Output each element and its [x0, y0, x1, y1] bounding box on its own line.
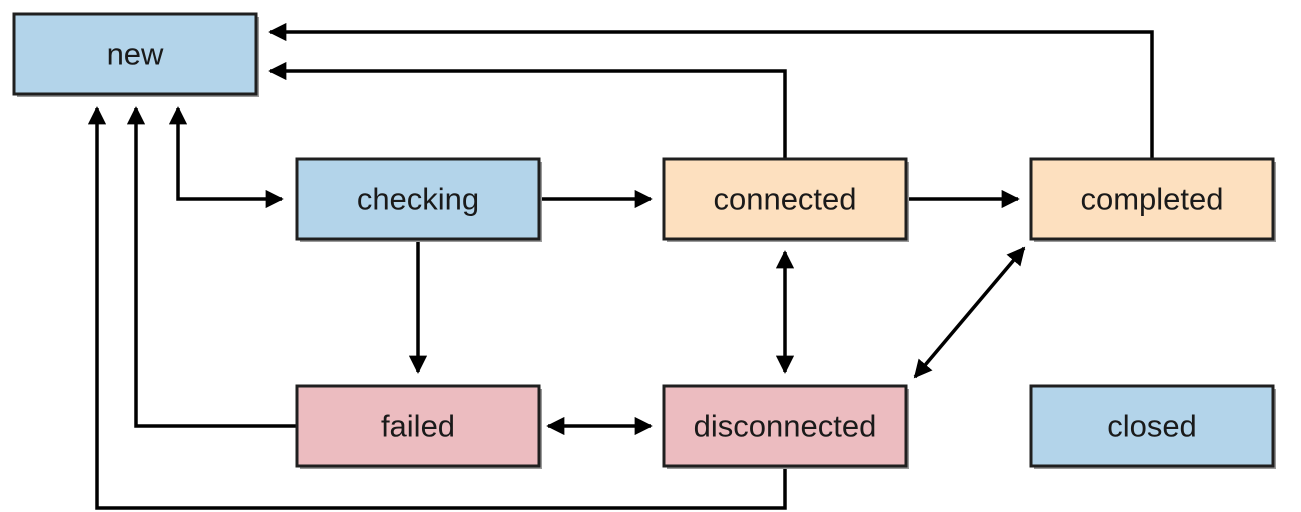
state-disconnected-box [662, 384, 908, 468]
edge-disconnected-new [87, 106, 787, 510]
edge-connected-new [268, 61, 787, 159]
state-disconnected: disconnected [662, 384, 909, 469]
edge-disconnected-completed [913, 246, 1026, 379]
edge-new-checking [168, 106, 284, 209]
state-closed-box [1029, 384, 1275, 468]
state-connected: connected [662, 157, 909, 242]
state-checking: checking [295, 157, 542, 242]
state-completed: completed [1029, 157, 1276, 242]
state-disconnected-label: disconnected [694, 409, 877, 444]
state-checking-box [295, 157, 541, 241]
state-closed: closed [1029, 384, 1276, 469]
state-completed-label: completed [1080, 182, 1223, 217]
transitions [87, 22, 1154, 510]
state-failed-box [295, 384, 541, 468]
state-new: new [12, 12, 259, 97]
state-new-label: new [107, 37, 164, 72]
state-failed: failed [295, 384, 542, 469]
state-checking-label: checking [357, 182, 479, 217]
state-connected-box [662, 157, 908, 241]
state-failed-label: failed [381, 409, 455, 444]
edge-failed-new [126, 106, 296, 428]
edge-completed-new [268, 22, 1154, 159]
state-closed-label: closed [1107, 409, 1197, 444]
state-connected-label: connected [713, 182, 856, 217]
state-completed-box [1029, 157, 1275, 241]
state-new-box [12, 12, 258, 96]
